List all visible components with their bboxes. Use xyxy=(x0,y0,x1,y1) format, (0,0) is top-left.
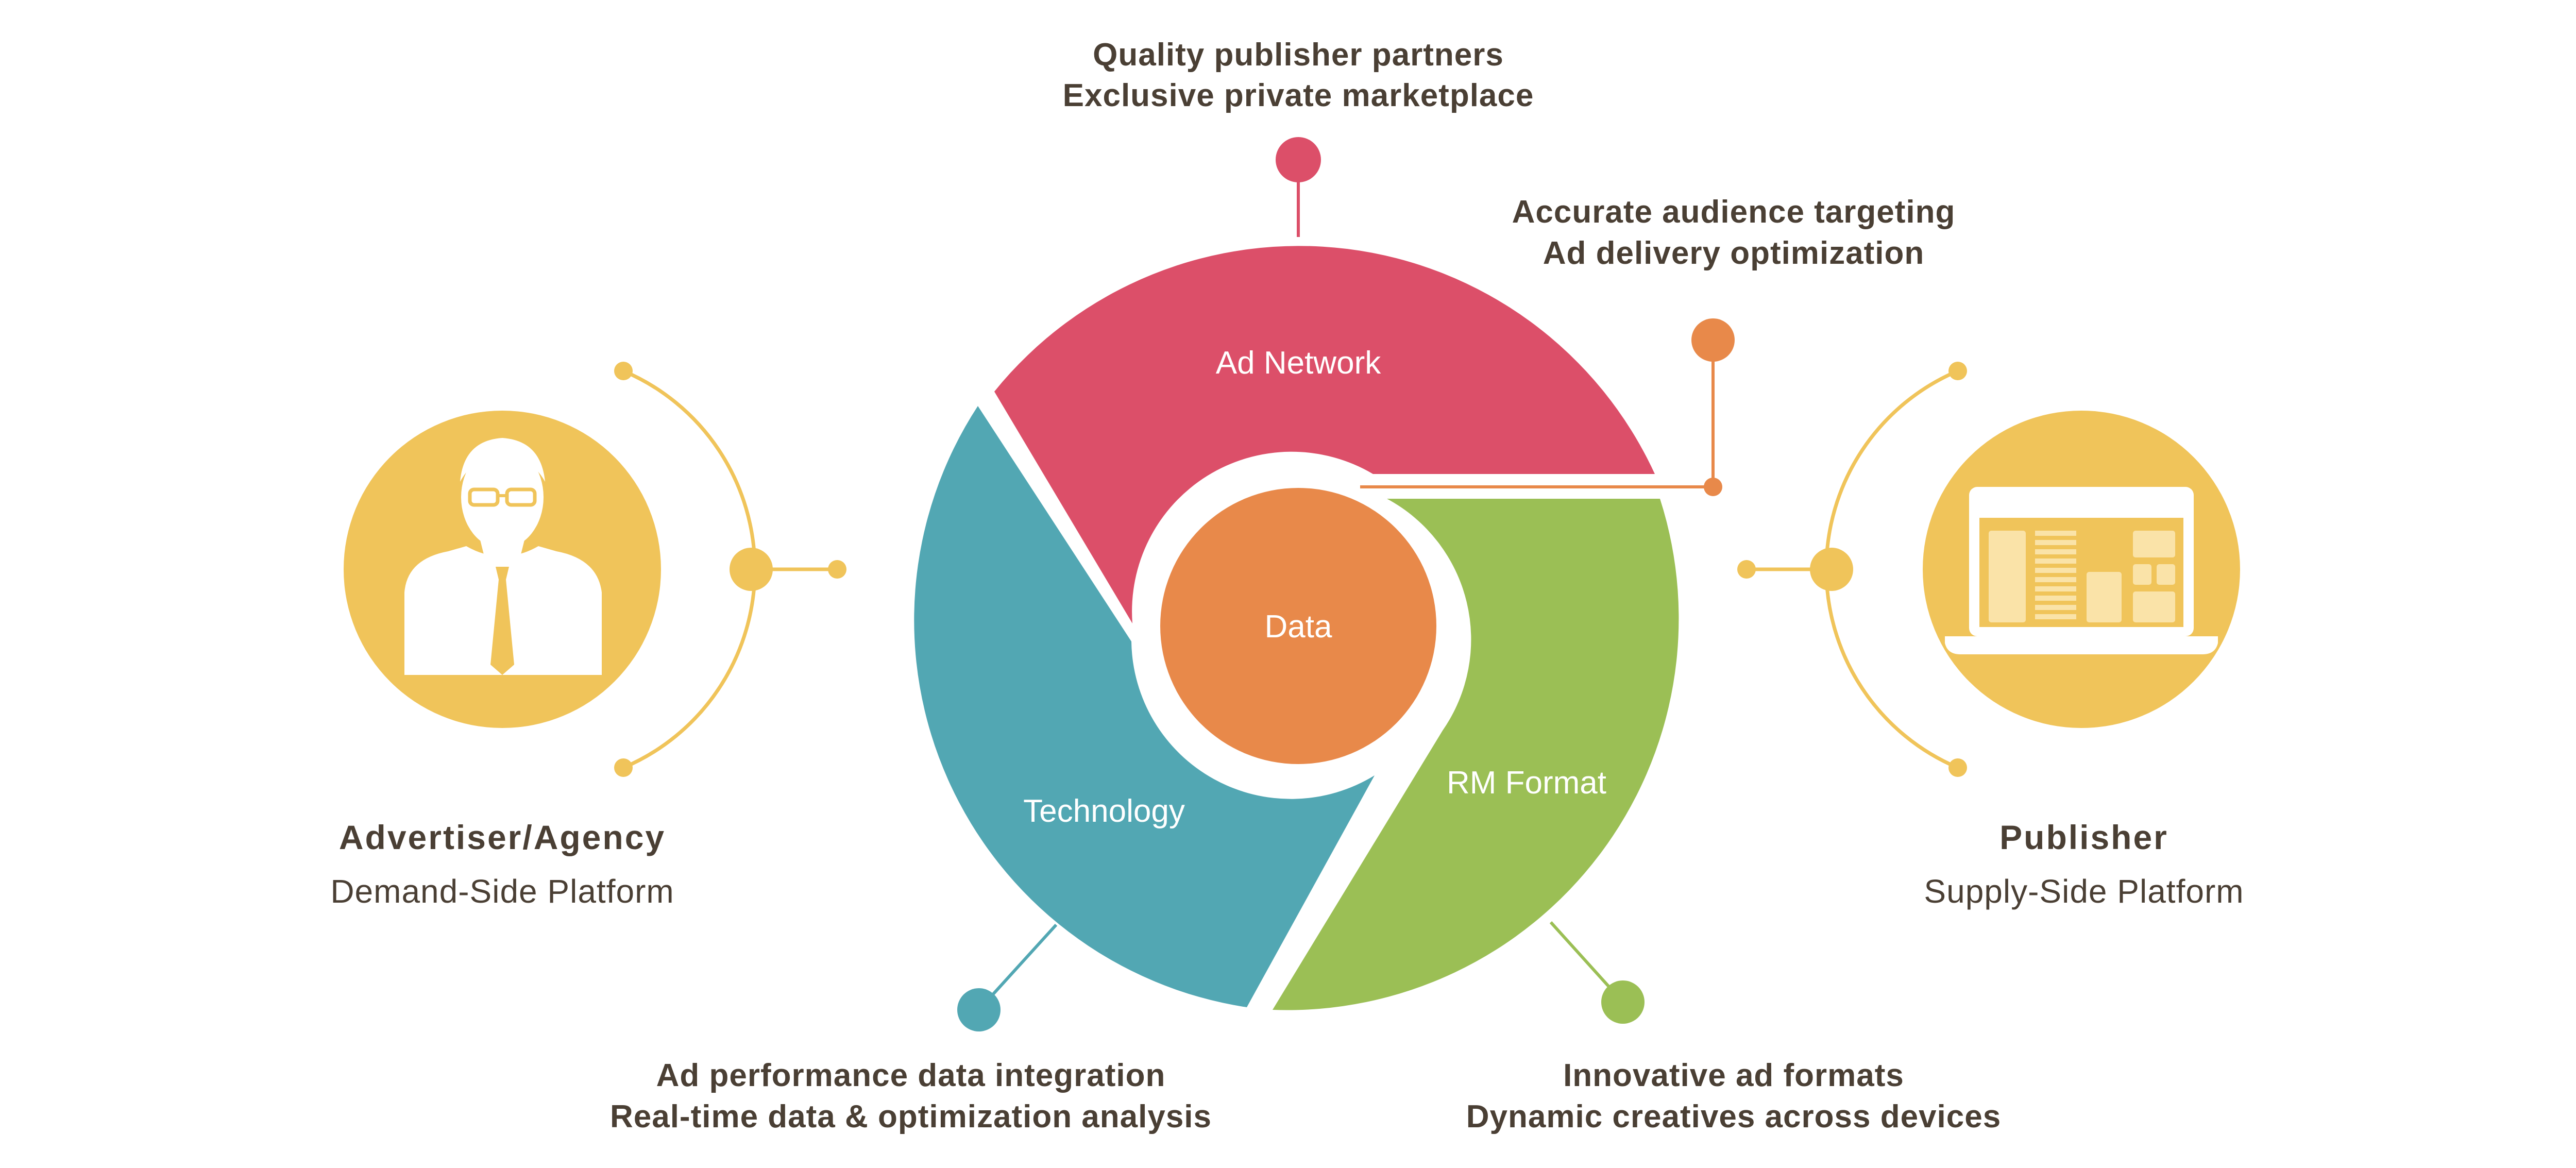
callout-bottom-right-line1: Innovative ad formats xyxy=(1563,1058,1904,1093)
ring xyxy=(914,246,1679,1010)
callout-top-right-line1: Accurate audience targeting xyxy=(1512,194,1956,230)
callout-top-right-line2: Ad delivery optimization xyxy=(1543,235,1925,271)
callout-bottom-left-line1: Ad performance data integration xyxy=(656,1058,1166,1093)
person-with-tie-icon xyxy=(404,438,602,675)
data-center-circle xyxy=(1160,488,1436,764)
segment-ad-network-label: Ad Network xyxy=(1216,345,1381,381)
advertiser-subtitle: Demand-Side Platform xyxy=(330,873,674,910)
advertiser-connector xyxy=(614,362,846,777)
callout-bottom-right-dot xyxy=(1601,980,1645,1024)
callout-top-dot xyxy=(1276,137,1321,182)
segment-technology-label: Technology xyxy=(1023,793,1185,829)
segment-rm-format xyxy=(1273,499,1679,1010)
callout-top-line2: Exclusive private marketplace xyxy=(1063,78,1534,113)
data-center-label: Data xyxy=(1265,609,1332,645)
segment-technology xyxy=(914,406,1375,1007)
publisher-site-label: My Website.com xyxy=(2021,497,2142,514)
laptop-website-icon xyxy=(1945,487,2218,654)
callout-bottom-right-line2: Dynamic creatives across devices xyxy=(1466,1099,2001,1135)
segment-ad-network xyxy=(994,246,1655,624)
callout-top-line1: Quality publisher partners xyxy=(1093,37,1504,73)
callout-bottom-left-line2: Real-time data & optimization analysis xyxy=(610,1099,1212,1135)
publisher-title: Publisher xyxy=(1999,818,2168,856)
segment-rm-format-label: RM Format xyxy=(1447,765,1606,801)
callout-top-right-dot xyxy=(1691,318,1735,362)
advertiser-title: Advertiser/Agency xyxy=(339,818,666,856)
publisher-subtitle: Supply-Side Platform xyxy=(1924,873,2244,910)
callout-bottom-left-dot xyxy=(957,988,1001,1031)
publisher-connector xyxy=(1737,362,1967,777)
callout-top-right-joint xyxy=(1704,478,1722,496)
